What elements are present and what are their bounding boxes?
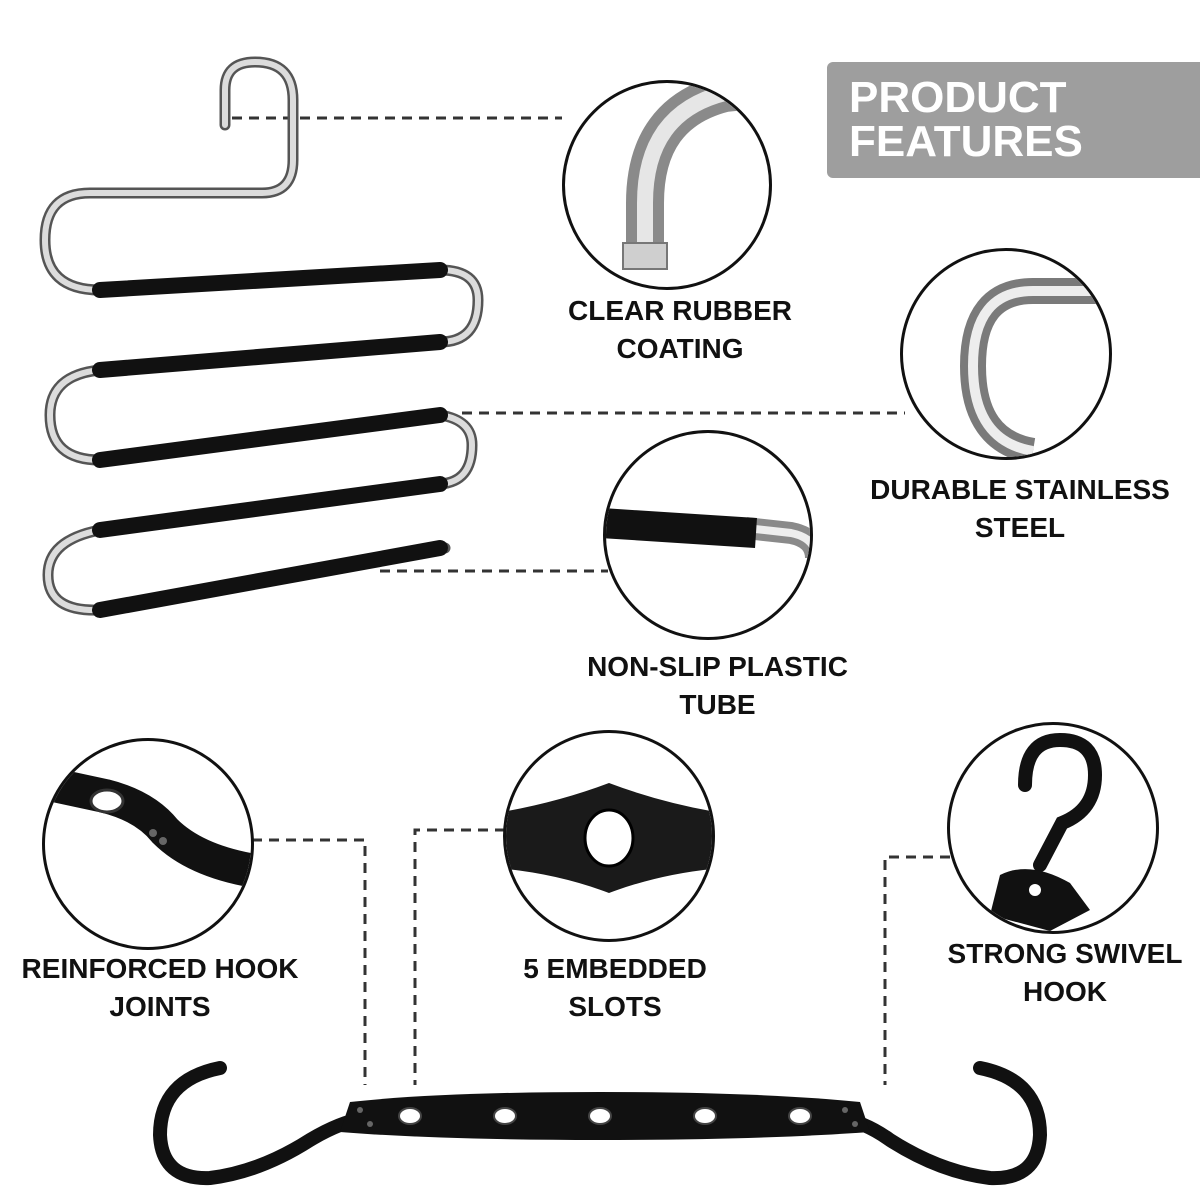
hanger-tip-icon xyxy=(622,83,769,270)
swivel-hook-circle xyxy=(947,722,1159,934)
s-hanger-image xyxy=(39,56,484,618)
plastic-tube-line1: NON-SLIP PLASTIC xyxy=(587,651,848,682)
rubber-coating-circle xyxy=(562,80,772,290)
stainless-steel-line1: DURABLE STAINLESS xyxy=(870,474,1170,505)
stainless-steel-label: DURABLE STAINLESS STEEL xyxy=(840,471,1200,547)
stainless-steel-line2: STEEL xyxy=(974,512,1066,543)
banner-title-line1: PRODUCT xyxy=(849,73,1067,122)
hook-joints-circle xyxy=(42,738,254,950)
banner-title: PRODUCT FEATURES xyxy=(849,76,1083,164)
swivel-hook-label: STRONG SWIVEL HOOK xyxy=(930,935,1200,1011)
hook-joints-label: REINFORCED HOOK JOINTS xyxy=(0,950,320,1026)
steel-bend-icon xyxy=(959,278,1109,457)
hook-joint-icon xyxy=(45,765,251,888)
embedded-slots-line1: 5 EMBEDDED xyxy=(523,953,707,984)
rubber-coating-line1: CLEAR RUBBER xyxy=(568,295,792,326)
tube-end-icon xyxy=(606,508,810,559)
plastic-tube-line2: TUBE xyxy=(679,689,756,720)
black-hanger-image xyxy=(152,1061,1048,1186)
embedded-slots-label: 5 EMBEDDED SLOTS xyxy=(480,950,750,1026)
plastic-tube-label: NON-SLIP PLASTIC TUBE xyxy=(555,648,880,724)
banner-title-line2: FEATURES xyxy=(849,117,1083,166)
embedded-slots-line2: SLOTS xyxy=(568,991,662,1022)
swivel-hook-line2: HOOK xyxy=(1023,976,1107,1007)
rubber-coating-line2: COATING xyxy=(616,333,744,364)
stainless-steel-circle xyxy=(900,248,1112,460)
hook-joints-line2: JOINTS xyxy=(109,991,211,1022)
swivel-hook-icon xyxy=(990,732,1103,931)
rubber-coating-label: CLEAR RUBBER COATING xyxy=(520,292,840,368)
slot-icon xyxy=(506,783,712,893)
embedded-slots-circle xyxy=(503,730,715,942)
product-features-banner: PRODUCT FEATURES xyxy=(827,62,1200,178)
swivel-hook-line1: STRONG SWIVEL xyxy=(947,938,1183,969)
hook-joints-line1: REINFORCED HOOK xyxy=(21,953,299,984)
plastic-tube-circle xyxy=(603,430,813,640)
